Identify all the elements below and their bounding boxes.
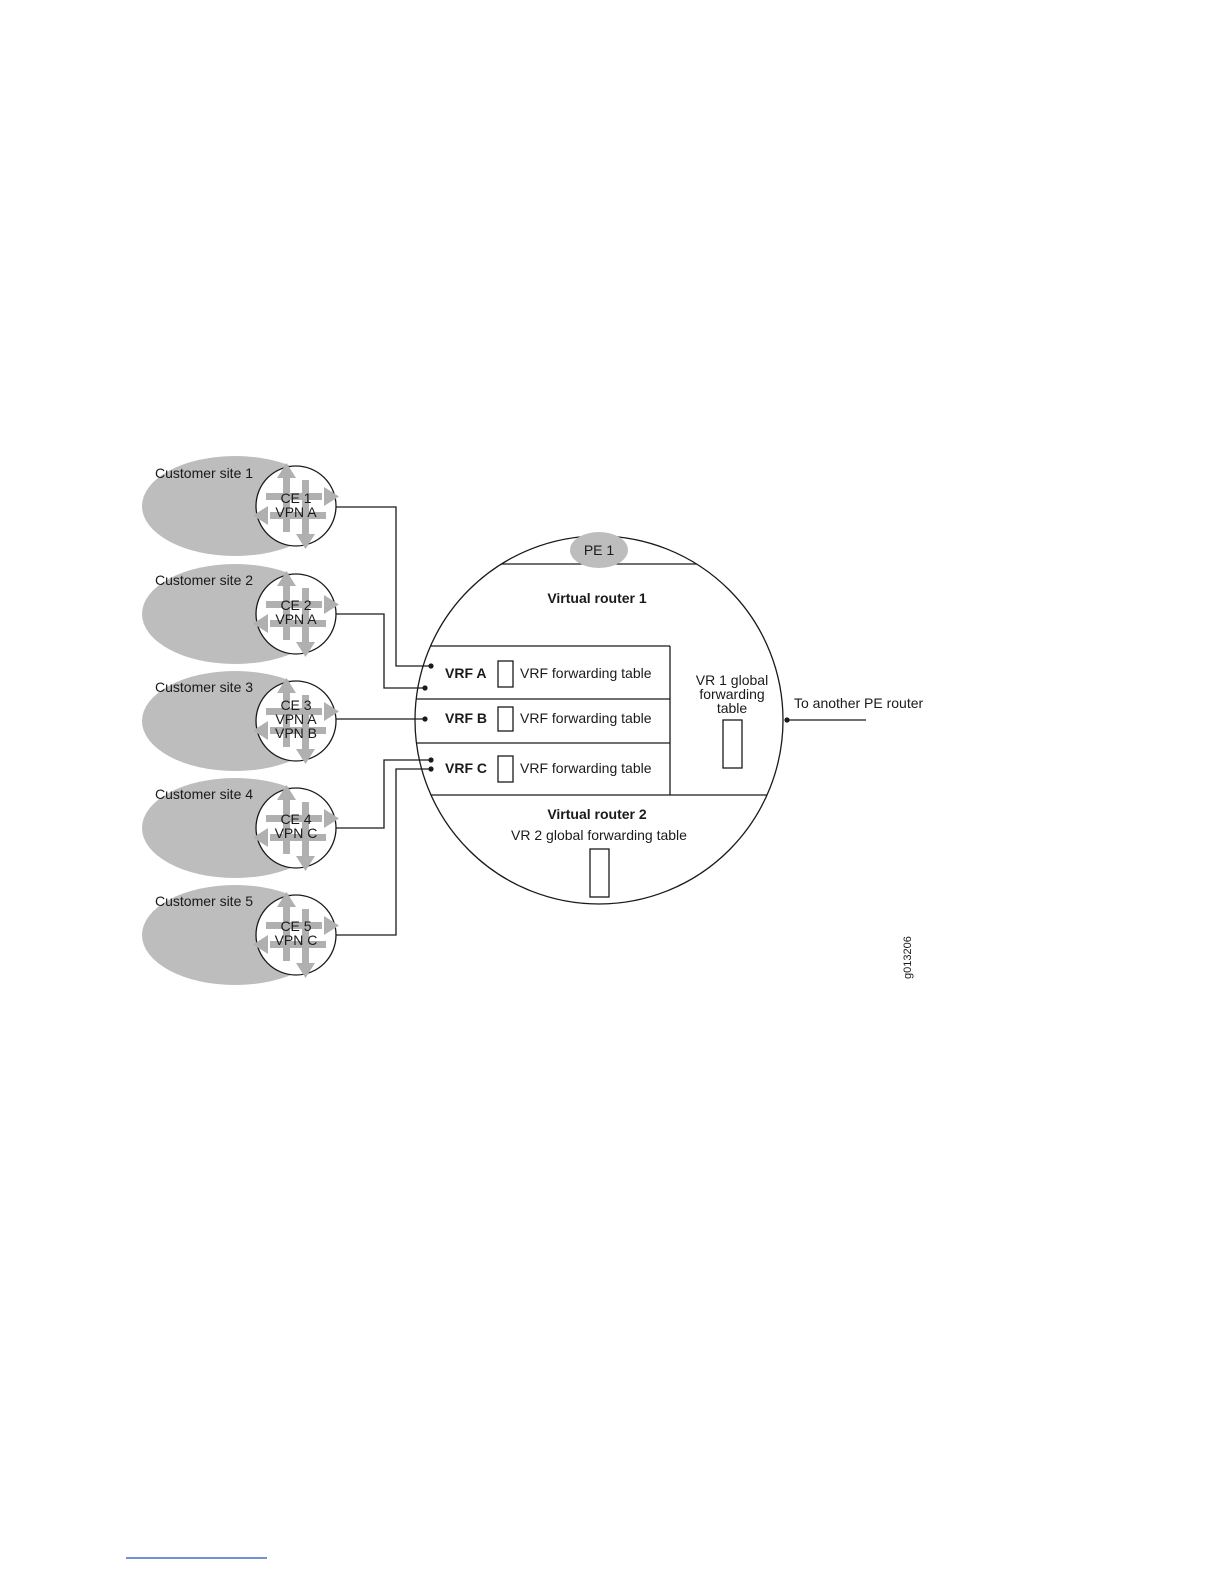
port-dot [428,663,434,669]
site-4-label: Customer site 4 [155,786,253,802]
link-ce4-vrf-c [336,759,431,829]
ce-5-label: CE 5 [280,918,311,934]
port-dot [422,685,428,691]
vrf-a-table-label: VRF forwarding table [520,665,652,681]
vrf-c-table-label: VRF forwarding table [520,760,652,776]
pe-1-badge [570,532,628,568]
customer-site-4: Customer site 4 CE 4 VPN C [142,778,339,878]
port-dot [428,766,434,772]
site-3-label: Customer site 3 [155,679,253,695]
port-dot [428,757,434,763]
ce-1-vpn-a: VPN A [275,504,317,520]
vr1-global-table-icon [722,719,743,769]
vrf-a-table-icon [497,660,514,688]
vrf-b-table-label: VRF forwarding table [520,710,652,726]
link-ce2-vrf-a [336,613,425,689]
vrf-b-label: VRF B [445,710,487,726]
ce-5-vpn-c: VPN C [275,932,318,948]
ce-2-vpn-a: VPN A [275,611,317,627]
ce-3-vpn-a: VPN A [275,711,317,727]
vr2-global-label: VR 2 global forwarding table [511,827,687,843]
vrf-a-label: VRF A [445,665,486,681]
ce-4-vpn-c: VPN C [275,825,318,841]
vrf-row-a: VRF A VRF forwarding table [445,660,652,688]
pe-router: PE 1 Virtual router 1 VRF A VRF forwardi… [414,532,784,905]
vrf-row-b: VRF B VRF forwarding table [445,706,652,732]
figure-id: g013206 [902,936,914,979]
pe-1-label: PE 1 [584,542,615,558]
virtual-router-1-title: Virtual router 1 [547,590,647,606]
ce-2-label: CE 2 [280,597,311,613]
ce-3-vpn-b: VPN B [275,725,317,741]
ce-1-label: CE 1 [280,490,311,506]
ce-1-router-icon [255,465,337,547]
site-5-label: Customer site 5 [155,893,253,909]
customer-site-5: Customer site 5 CE 5 VPN C [142,885,339,985]
site-1-label: Customer site 1 [155,465,253,481]
link-ce1-vrf-a [336,506,431,667]
virtual-router-2-title: Virtual router 2 [547,806,647,822]
customer-site-2: Customer site 2 CE 2 VPN A [142,564,339,664]
ce-3-label: CE 3 [280,697,311,713]
customer-site-1: Customer site 1 CE 1 VPN A [142,456,339,556]
vrf-b-table-icon [497,706,514,732]
connections [336,506,866,936]
ce-3-router-icon [255,680,337,762]
vrf-row-c: VRF C VRF forwarding table [445,755,652,783]
customer-site-3: Customer site 3 CE 3 VPN A VPN B [142,671,339,771]
vrf-c-table-icon [497,755,514,783]
ce-4-label: CE 4 [280,811,311,827]
vr1-global-line-1: VR 1 global [696,672,768,688]
port-dot [784,717,790,723]
to-another-pe-label: To another PE router [794,695,924,711]
site-2-label: Customer site 2 [155,572,253,588]
vr1-global-table: VR 1 global forwarding table [696,672,768,769]
link-ce5-vrf-c [336,768,431,936]
vr1-global-line-2: forwarding [699,686,764,702]
vr1-global-line-3: table [717,700,748,716]
port-dot [422,716,428,722]
vrf-c-label: VRF C [445,760,487,776]
vr2-global-table-icon [589,848,610,898]
